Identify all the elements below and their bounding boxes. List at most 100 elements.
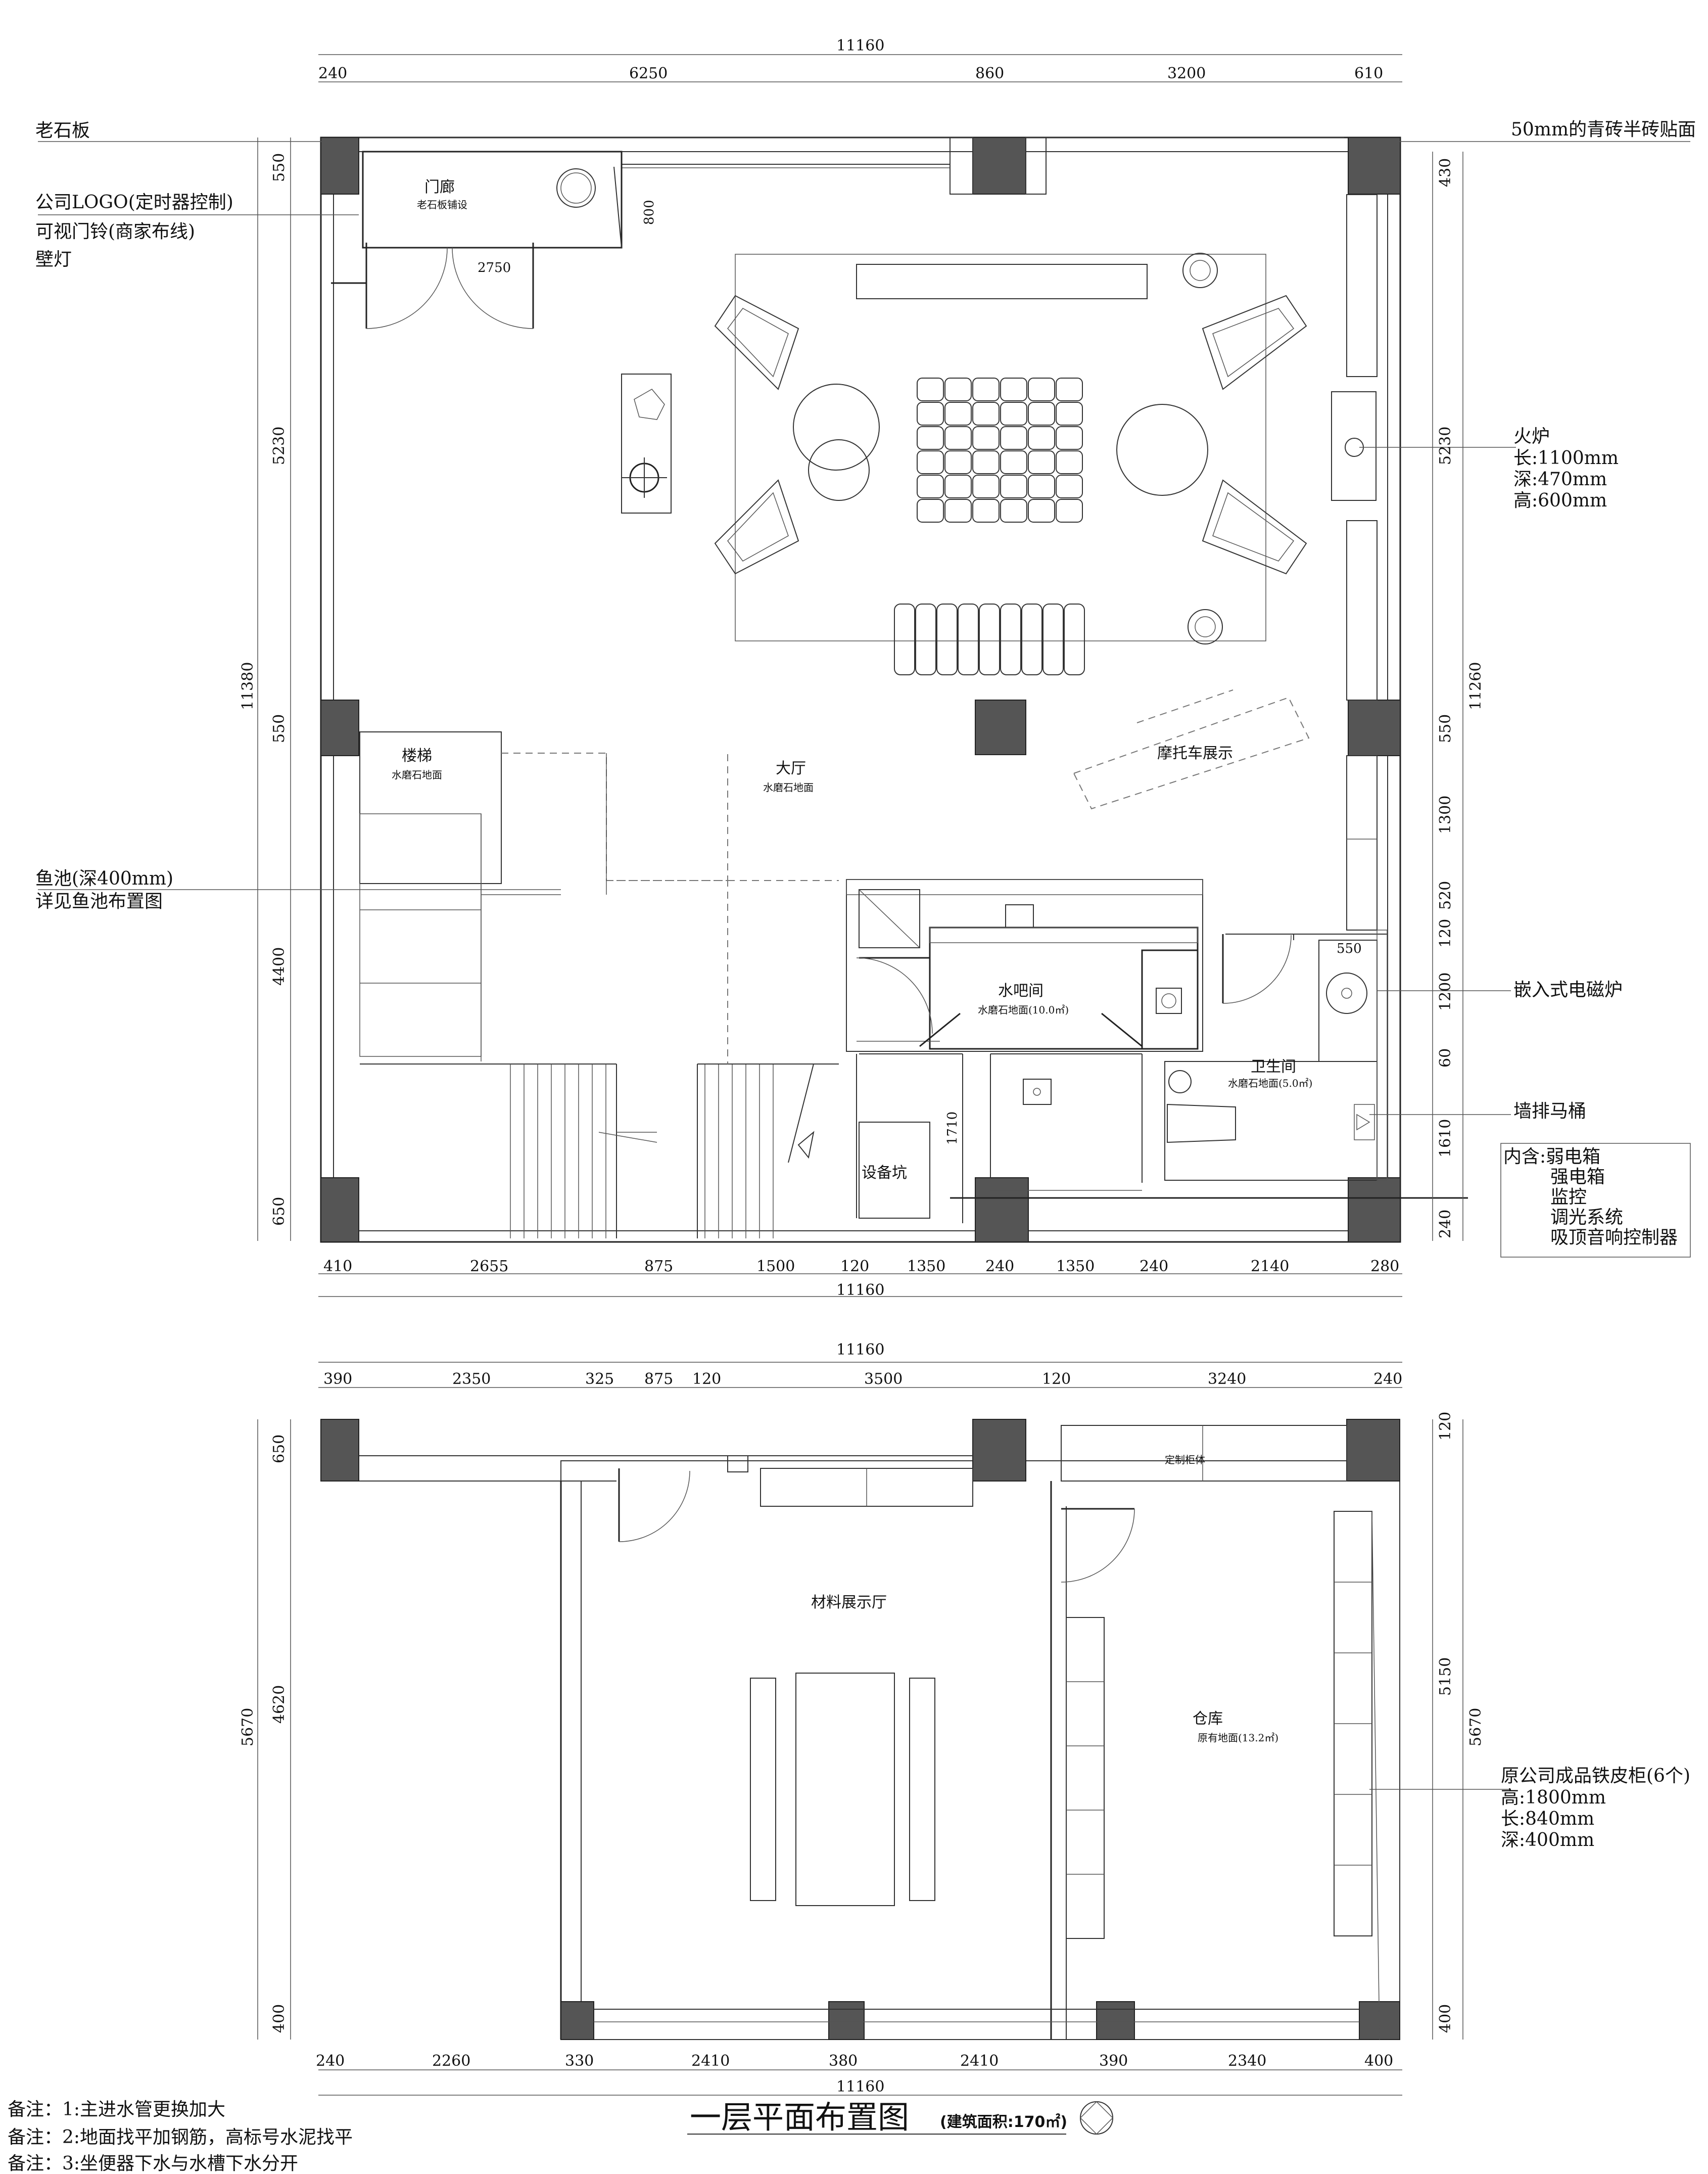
- dim-bottom2-5: 2410: [960, 2052, 999, 2070]
- callout-lamp: 壁灯: [35, 249, 72, 270]
- dim-pit-depth: 1710: [945, 1112, 960, 1145]
- dim-bottom1-9: 2140: [1251, 1258, 1289, 1275]
- column: [320, 700, 359, 756]
- column: [828, 2001, 865, 2040]
- dimension-lines: [38, 54, 1691, 2135]
- dim-right1-7: 60: [1437, 1048, 1454, 1068]
- callout-lockers-3: 深:400mm: [1501, 1830, 1594, 1851]
- dim-right1-0: 430: [1437, 158, 1454, 187]
- dim-top1-4: 610: [1354, 65, 1383, 82]
- dim-porch-width: 2750: [478, 260, 511, 275]
- ottoman-cushion: [917, 402, 944, 426]
- armchair: [1202, 479, 1307, 575]
- stairs-area: [359, 731, 839, 1238]
- ottoman-cushion: [944, 426, 972, 450]
- column: [1348, 137, 1401, 195]
- ottoman-cushion: [1028, 426, 1055, 450]
- dim-left1-3: 4400: [270, 947, 288, 986]
- room-stairs-floor: 水磨石地面: [392, 769, 442, 781]
- column: [320, 1419, 359, 1482]
- dim-bottom1-6: 240: [985, 1258, 1014, 1275]
- room-store-floor: 原有地面(13.2㎡): [1198, 1732, 1278, 1744]
- display-table: [909, 1678, 935, 1901]
- ottoman-cushion: [1056, 475, 1083, 498]
- floor-lamp: [1188, 609, 1223, 644]
- dim-bottom2-6: 390: [1099, 2052, 1128, 2070]
- ottoman-cushion: [917, 475, 944, 498]
- callout-toilet: 墙排马桶: [1513, 1101, 1586, 1122]
- callout-induction: 嵌入式电磁炉: [1513, 980, 1623, 1000]
- sofa-seat: [894, 604, 915, 675]
- dim-left2-1: 4620: [270, 1685, 288, 1724]
- dim-top1-3: 3200: [1167, 65, 1206, 82]
- dim-left2-0: 650: [270, 1435, 288, 1463]
- sofa-seat: [936, 604, 958, 675]
- callout-fireplace-3: 高:600mm: [1513, 490, 1607, 511]
- dim-bottom1-10: 280: [1370, 1258, 1399, 1275]
- room-stairs: 楼梯: [402, 747, 432, 765]
- ottoman-cushion: [917, 426, 944, 450]
- locker-row: [1066, 1617, 1105, 1939]
- dim-right2-1: 5150: [1437, 1657, 1454, 1696]
- sofa-seat: [1042, 604, 1064, 675]
- dim-top2-total: 11160: [836, 1341, 884, 1359]
- dim-bottom1-7: 1350: [1056, 1258, 1095, 1275]
- ottoman-cushion: [944, 402, 972, 426]
- room-pit: 设备坑: [862, 1164, 907, 1182]
- sofa-seat: [1064, 604, 1085, 675]
- dim-bottom1-4: 120: [840, 1258, 869, 1275]
- callout-cabinet-3: 调光系统: [1550, 1207, 1623, 1228]
- callout-brick: 50mm的青砖半砖贴面: [1511, 119, 1696, 140]
- dim-top1-2: 860: [975, 65, 1004, 82]
- wash-basin: [1168, 1070, 1192, 1093]
- column: [320, 137, 359, 195]
- callout-fireplace-1: 长:1100mm: [1513, 448, 1619, 469]
- callout-lockers-1: 高:1800mm: [1501, 1787, 1606, 1808]
- ottoman-cushion: [1028, 475, 1055, 498]
- room-hall-floor: 水磨石地面: [763, 781, 814, 794]
- dim-right1-4: 520: [1437, 881, 1454, 910]
- dim-bottom1-8: 240: [1140, 1258, 1168, 1275]
- column: [1348, 700, 1401, 756]
- room-bar-floor: 水磨石地面(10.0㎡): [978, 1004, 1069, 1016]
- fish-pond-outline: [501, 753, 728, 881]
- dim-bottom1-3: 1500: [756, 1258, 795, 1275]
- ottoman-cushion: [1056, 378, 1083, 401]
- dim-wc-door: 550: [1337, 941, 1362, 956]
- room-materials: 材料展示厅: [811, 1594, 887, 1611]
- callout-fireplace-2: 深:470mm: [1513, 469, 1607, 490]
- dim-top1-total: 11160: [836, 37, 884, 55]
- sofa-seat: [915, 604, 936, 675]
- ottoman-cushion: [944, 499, 972, 523]
- dim-right2-total: 5670: [1467, 1708, 1485, 1746]
- side-console: [621, 374, 672, 514]
- ottoman-cushion: [1056, 499, 1083, 523]
- dim-bottom2-1: 2260: [432, 2052, 470, 2070]
- dim-right1-6: 1200: [1437, 973, 1454, 1011]
- dim-right1-2: 550: [1437, 714, 1454, 743]
- column: [972, 137, 1026, 195]
- display-table: [750, 1678, 776, 1901]
- dim-right1-5: 120: [1437, 919, 1454, 948]
- dim-right1-9: 240: [1437, 1210, 1454, 1238]
- wall-hung-toilet: [1167, 1103, 1236, 1143]
- tv-bench: [856, 264, 1148, 299]
- dim-left1-total: 11380: [239, 662, 257, 710]
- round-table: [1116, 404, 1208, 496]
- equipment-pit: [859, 1122, 930, 1219]
- dim-top1-1: 6250: [629, 65, 668, 82]
- sofa-seat: [979, 604, 1000, 675]
- dim-right1-total: 11260: [1467, 662, 1485, 710]
- dim-bottom1-total: 11160: [836, 1281, 884, 1299]
- sofa-seat: [1021, 604, 1042, 675]
- callout-cabinet-1: 强电箱: [1550, 1167, 1605, 1187]
- room-wc-floor: 水磨石地面(5.0㎡): [1228, 1077, 1312, 1089]
- armchair: [714, 295, 799, 390]
- rug: [735, 254, 1266, 641]
- column: [1346, 1419, 1400, 1482]
- column: [975, 1177, 1029, 1242]
- dim-bottom2-8: 400: [1364, 2052, 1393, 2070]
- ottoman-grid: [917, 378, 1083, 523]
- dim-bottom2-3: 2410: [691, 2052, 730, 2070]
